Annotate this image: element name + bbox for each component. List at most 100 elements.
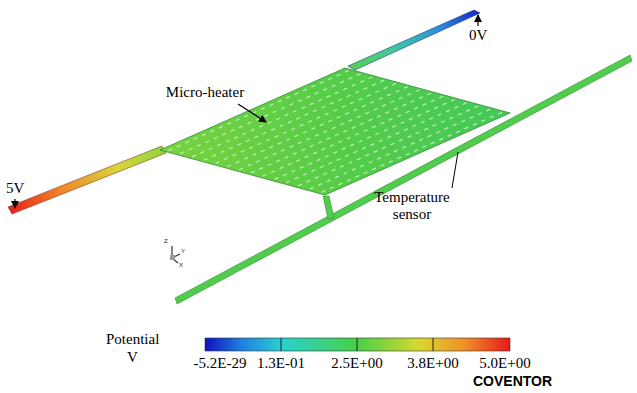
hole — [232, 154, 236, 156]
hole — [404, 87, 408, 89]
hole — [401, 122, 405, 124]
hole — [347, 137, 351, 139]
hole — [448, 135, 452, 137]
hole — [268, 122, 272, 124]
hole — [261, 108, 265, 110]
voltage-label: 5V — [6, 180, 24, 197]
hole — [318, 142, 322, 144]
heater-plate — [160, 68, 510, 195]
hole — [369, 119, 373, 121]
hole — [365, 112, 369, 114]
hole — [338, 183, 342, 185]
hole — [380, 80, 384, 82]
axis-triad — [170, 246, 180, 263]
hole — [434, 107, 438, 109]
hole — [347, 179, 351, 181]
hole — [300, 124, 304, 126]
tick-value: 1.3E-01 — [257, 355, 305, 372]
hole — [382, 105, 386, 107]
hole — [251, 129, 255, 131]
leader-sensor — [452, 152, 458, 188]
hole — [343, 88, 347, 90]
hole — [404, 129, 408, 131]
hole — [441, 121, 445, 123]
hole — [372, 168, 376, 170]
hole — [295, 135, 299, 137]
hole — [248, 122, 252, 124]
hole — [426, 111, 430, 113]
color-bar — [205, 338, 510, 351]
hole — [310, 145, 314, 147]
hole — [431, 142, 435, 144]
hole — [291, 128, 295, 130]
hole — [327, 180, 331, 182]
hole — [323, 89, 327, 91]
hole — [455, 106, 459, 108]
hole — [364, 172, 368, 174]
hole — [293, 153, 297, 155]
hole — [392, 126, 396, 128]
hole — [384, 129, 388, 131]
hole — [204, 159, 208, 161]
hole — [428, 93, 432, 95]
hole — [234, 137, 238, 139]
hole — [343, 130, 347, 132]
hole — [357, 116, 361, 118]
hole — [303, 131, 307, 133]
hole — [421, 121, 425, 123]
hole — [327, 138, 331, 140]
leader-heater — [238, 104, 266, 122]
hole — [189, 148, 193, 150]
hole — [342, 148, 346, 150]
hole — [453, 124, 457, 126]
hole — [330, 103, 334, 105]
hole — [276, 160, 280, 162]
hole — [375, 133, 379, 135]
hole — [205, 141, 209, 143]
hole — [227, 123, 231, 125]
hole — [253, 154, 257, 156]
hole — [458, 113, 462, 115]
hole — [305, 156, 309, 158]
hole — [417, 114, 421, 116]
hole — [288, 121, 292, 123]
hole — [443, 103, 447, 105]
lead-5v — [8, 146, 166, 214]
hole — [407, 94, 411, 96]
hole — [296, 160, 300, 162]
hole — [362, 105, 366, 107]
hole — [348, 120, 352, 122]
hole — [436, 132, 440, 134]
hole — [431, 100, 435, 102]
hole — [490, 116, 494, 118]
hole — [367, 137, 371, 139]
hole — [227, 165, 231, 167]
hole — [313, 110, 317, 112]
hole — [332, 127, 336, 129]
hole — [295, 93, 299, 95]
hole — [280, 167, 284, 169]
hole — [377, 158, 381, 160]
hole — [312, 170, 316, 172]
hole — [350, 102, 354, 104]
hole — [399, 97, 403, 99]
axis-label: X — [179, 262, 183, 269]
hole — [386, 112, 390, 114]
hole — [236, 119, 240, 121]
hole — [374, 151, 378, 153]
hole — [359, 141, 363, 143]
hole — [320, 82, 324, 84]
hole — [307, 180, 311, 182]
hole — [285, 114, 289, 116]
hole — [357, 74, 361, 76]
hole — [251, 171, 255, 173]
hole — [273, 153, 277, 155]
tick-value: -5.2E-29 — [194, 355, 247, 372]
hole — [409, 118, 413, 120]
hole — [226, 140, 230, 142]
hole — [381, 165, 385, 167]
hole — [264, 157, 268, 159]
hole — [311, 128, 315, 130]
